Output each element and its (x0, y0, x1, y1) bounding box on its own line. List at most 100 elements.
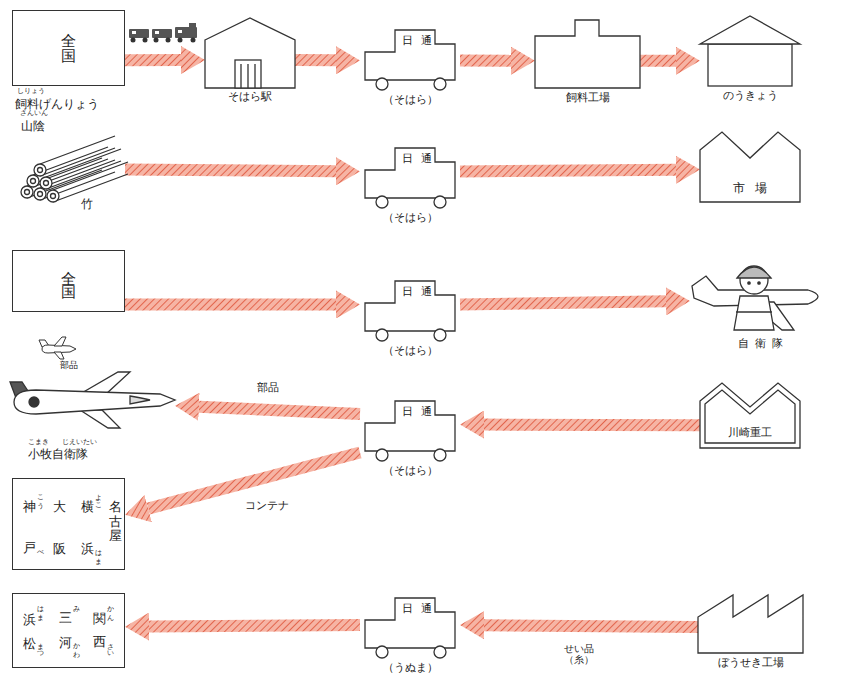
bamboo-ring (38, 192, 43, 197)
train-car (129, 29, 149, 38)
plane-fuselage (42, 345, 76, 353)
arrow-label: コンテナ (245, 499, 289, 512)
truck-wheel (434, 329, 446, 341)
soldier-helmet (737, 267, 771, 278)
freight-arrow (125, 54, 181, 66)
plane-wing (54, 337, 66, 346)
truck-node: 日通（そはら） (360, 140, 460, 210)
train-locomotive (175, 27, 197, 38)
jet-wing (80, 410, 120, 428)
freight-arrow (460, 170, 676, 172)
node-text: 市場 (700, 182, 800, 194)
market-outline (700, 132, 800, 202)
coop-building: のうきょう (700, 14, 800, 86)
furigana: こう (36, 489, 43, 505)
freight-arrow (460, 301, 666, 304)
train-window (132, 31, 136, 34)
furigana: はま (36, 601, 43, 617)
node-text: 神戸 (23, 489, 36, 573)
freight-arrow (125, 170, 336, 172)
sawtooth-factory (698, 595, 803, 653)
saw-outline (698, 595, 803, 653)
truck-body (365, 30, 455, 80)
node-text: 川崎重工 (700, 427, 800, 438)
truck-wheel (376, 449, 388, 461)
market-building: 市場 (700, 130, 800, 202)
truck-wheel (376, 78, 388, 90)
factory-outline (535, 20, 640, 88)
bamboo-end (34, 188, 46, 200)
truck-wheel (434, 196, 446, 208)
soldier-outline (690, 250, 830, 335)
node-text: 名古屋 (109, 489, 122, 534)
furigana: まつ (36, 638, 43, 654)
mill-building: ぼうせき工場 (698, 595, 803, 653)
node-text: 全国 (61, 259, 76, 287)
truck-outline (360, 590, 460, 660)
train-wheel (143, 38, 148, 43)
node-text: そはら駅 (205, 91, 295, 102)
node-text: （そはら） (360, 465, 460, 476)
node-text: 小牧自衛隊 (28, 448, 88, 460)
node-text: 三河 (59, 602, 72, 650)
soldier-eye (758, 282, 760, 284)
furigana: み (72, 601, 79, 609)
station-building: そはら駅 (205, 16, 295, 88)
node-text: のうきょう (700, 90, 800, 101)
train-window (178, 30, 182, 33)
truck-node: 日通（そはら） (360, 22, 460, 92)
furigana: よこ (94, 489, 101, 505)
small-plane-icon (39, 337, 76, 359)
jet-fuselage (14, 390, 175, 414)
logs-outline (15, 120, 125, 210)
bamboo-ring (51, 194, 56, 199)
bamboo-end (47, 190, 59, 202)
plant-building: 川崎重工 (700, 383, 800, 448)
truck-body (365, 598, 455, 648)
bamboo-ring (25, 190, 30, 195)
node-text: 飼料げんりょう (15, 98, 99, 110)
house-roof (700, 16, 800, 44)
node-text: 大阪 (53, 489, 66, 573)
bamboo-end (34, 164, 46, 176)
factory-outline (535, 20, 640, 88)
train-car (152, 29, 172, 38)
node-text: （そはら） (360, 212, 460, 223)
truck-body (365, 281, 455, 331)
node-text: 竹 (81, 198, 93, 210)
train-wheel (166, 38, 171, 43)
origin-box: 全国 (12, 250, 125, 312)
node-text: 全国 (61, 21, 76, 53)
soldier-body (734, 296, 774, 330)
bamboo-ring (31, 179, 36, 184)
truck-node: 日通（うぬま） (360, 590, 460, 660)
jet-roundel (29, 397, 39, 407)
node-text: （そはら） (360, 345, 460, 356)
node-text: 日通 (402, 35, 440, 46)
annotation-label: こまき (28, 439, 49, 446)
furigana: べ (36, 545, 43, 553)
node-text: 飼料工場 (535, 92, 640, 103)
freight-arrow (149, 625, 360, 627)
truck-node: 日通（そはら） (360, 393, 460, 463)
train-wheel (191, 38, 196, 43)
factory-building: 飼料工場 (535, 20, 640, 88)
truck-outline (360, 22, 460, 92)
plane-tail (39, 340, 49, 347)
truck-wheel (376, 329, 388, 341)
kawasaki-outline (700, 383, 800, 448)
annotation-label: じえいたい (62, 439, 97, 446)
arrow-label: 部品 (257, 382, 279, 395)
bamboo-stalk (27, 158, 102, 198)
bamboo-stalk (40, 160, 115, 200)
train-wheel (154, 38, 159, 43)
freight-arrow (484, 419, 700, 432)
truck-body (365, 401, 455, 451)
jet-outline (10, 372, 175, 447)
node-text: 日通 (402, 603, 440, 614)
arrow-label: せい品 （糸） (561, 642, 597, 665)
bamboo-ring (44, 181, 49, 186)
truck-body (365, 148, 455, 198)
node-text: 関西 (93, 602, 106, 650)
node-text: （そはら） (360, 94, 460, 105)
